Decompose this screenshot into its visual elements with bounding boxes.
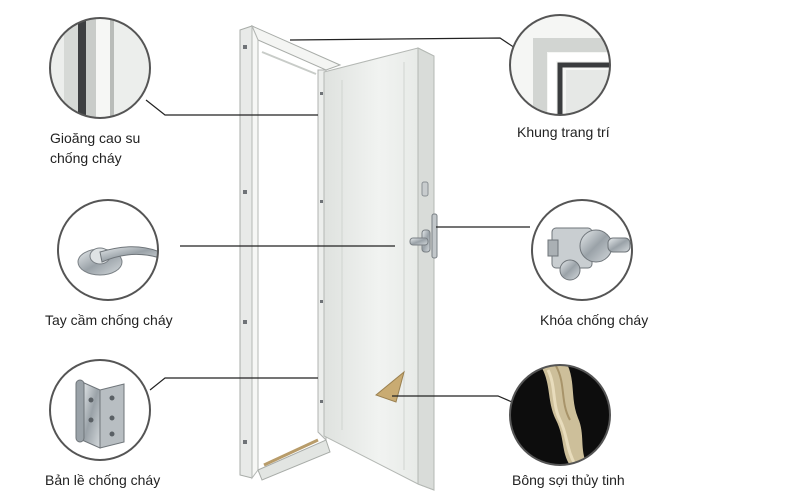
exposed-glass-wool	[374, 370, 405, 403]
door-leaf	[323, 47, 435, 491]
label-gasket: Gioăng cao su chống cháy	[50, 128, 140, 168]
door-lock-icon	[531, 199, 633, 301]
door-handle-hardware	[409, 181, 438, 259]
label-lock: Khóa chống cháy	[540, 310, 648, 330]
gasket-detail-icon	[49, 17, 151, 119]
connector-hinge	[149, 377, 318, 391]
label-handle: Tay cầm chống cháy	[45, 310, 173, 330]
lever-handle-icon	[57, 199, 159, 301]
hinge-icon	[49, 359, 151, 461]
label-handle-text: Tay cầm chống cháy	[45, 312, 173, 328]
label-lock-text: Khóa chống cháy	[540, 312, 649, 328]
connector-lines	[145, 37, 530, 403]
label-hinge-text: Bản lề chống cháy	[45, 472, 161, 488]
label-glass-wool: Bông sợi thủy tinh	[512, 470, 625, 490]
label-gasket-line2: chống cháy	[50, 150, 122, 166]
label-frame: Khung trang trí	[517, 122, 610, 142]
label-frame-text: Khung trang trí	[517, 124, 610, 140]
frame-detail-icon	[509, 14, 611, 116]
connector-gasket	[145, 99, 318, 116]
door-frame	[239, 25, 342, 481]
connector-frame	[289, 37, 516, 49]
label-gasket-line1: Gioăng cao su	[50, 130, 141, 146]
connector-glass	[392, 395, 513, 403]
label-hinge: Bản lề chống cháy	[45, 470, 160, 490]
glass-wool-icon	[509, 364, 611, 466]
label-glass-wool-text: Bông sợi thủy tinh	[512, 472, 625, 488]
